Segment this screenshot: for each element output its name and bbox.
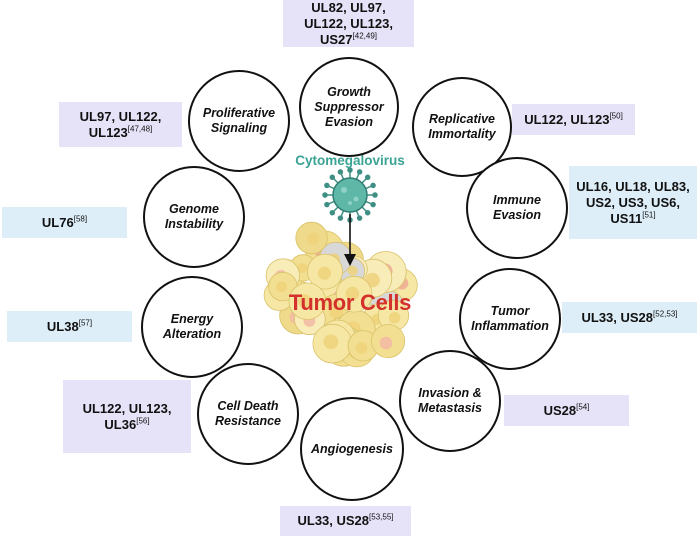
infection-arrow (344, 214, 356, 266)
virus-spike-tip (370, 182, 376, 189)
tumor-cell-nucleus (323, 334, 339, 350)
gene-list: UL76 (41, 214, 74, 230)
tumor-cell-nucleus (379, 336, 393, 350)
reference: [50] (609, 111, 623, 121)
genes-tumor-inflammation: UL33, US28[52,53] (562, 302, 697, 333)
gene-list: UL82, UL97, UL122, UL123, US27 (304, 0, 393, 47)
hallmark-label: Growth Suppressor Evasion (314, 84, 384, 129)
virus-spike-tip (324, 182, 330, 189)
reference: [53,55] (369, 512, 394, 522)
reference: [57] (78, 318, 93, 328)
hallmark-label: Genome Instability (164, 202, 224, 231)
hallmark-tumor-inflammation: Tumor Inflammation (459, 268, 561, 370)
virus-spike-tip (322, 192, 328, 198)
hallmark-label: Cell Death Resistance (214, 399, 281, 428)
virus-spike-tip (370, 201, 376, 208)
reference: [51] (642, 210, 656, 220)
hallmark-label: Angiogenesis (311, 441, 393, 456)
hallmark-cell-death-resistance: Cell Death Resistance (197, 363, 299, 465)
gene-list: UL122, UL123, UL36 (82, 400, 172, 432)
hallmark-genome-instability: Genome Instability (143, 166, 245, 268)
hallmark-label: Energy Alteration (162, 312, 222, 341)
hallmark-label: Immune Evasion (493, 193, 541, 222)
tumor-cell-nucleus (297, 294, 312, 308)
hallmark-proliferative-signaling: Proliferative Signaling (188, 70, 290, 172)
virus-spike-tip (329, 174, 336, 181)
hallmark-growth-suppressor-evasion: Growth Suppressor Evasion (299, 57, 399, 157)
tumor-cell-nucleus (297, 263, 308, 274)
virus-spike-tip (337, 215, 344, 221)
hallmark-replicative-immortality: Replicative Immortality (412, 77, 512, 177)
cytomegalovirus-icon (322, 167, 378, 223)
gene-list: UL33, US28 (297, 513, 370, 528)
genes-genome-instability: UL76[58] (2, 207, 127, 238)
genes-cell-death-resistance: UL122, UL123, UL36[56] (63, 380, 191, 453)
gene-list: UL38 (46, 318, 79, 334)
gene-list: UL16, UL18, UL83, US2, US3, US6, US11 (576, 178, 690, 226)
gene-list: UL33, US28 (581, 309, 654, 325)
tumor-cells-label: Tumor Cells (288, 290, 412, 315)
hallmark-label: Invasion & Metastasis (418, 386, 482, 415)
hallmark-invasion-metastasis: Invasion & Metastasis (399, 350, 501, 452)
reference: [47,48] (127, 124, 153, 134)
virus-spike-tip (347, 167, 353, 173)
hallmark-energy-alteration: Energy Alteration (141, 276, 243, 378)
hallmark-label: Proliferative Signaling (202, 106, 276, 135)
tumor-cell-cluster (263, 221, 418, 368)
gene-list: UL97, UL122, UL123 (79, 108, 162, 140)
gene-list: US28 (543, 402, 577, 418)
hallmark-angiogenesis: Angiogenesis (300, 397, 404, 501)
virus-spike-tip (356, 169, 363, 175)
gene-list: UL122, UL123 (524, 111, 610, 127)
genes-energy-alteration: UL38[57] (7, 311, 132, 342)
virus-spike-tip (356, 215, 363, 221)
virus-spike-tip (324, 201, 330, 208)
hallmark-label: Tumor Inflammation (471, 304, 549, 333)
virus-spike-tip (364, 209, 371, 216)
genes-angiogenesis: UL33, US28[53,55] (280, 506, 411, 536)
reference: [56] (136, 416, 150, 426)
tumor-cell-nucleus (317, 266, 332, 280)
genes-invasion-metastasis: US28[54] (504, 395, 629, 426)
hallmark-label: Replicative Immortality (428, 112, 496, 141)
tumor-cell-nucleus (388, 312, 401, 324)
virus-spike-tip (337, 169, 344, 175)
genes-immune-evasion: UL16, UL18, UL83, US2, US3, US6, US11[51… (569, 166, 697, 239)
tumor-cell-nucleus (276, 281, 287, 293)
genes-replicative-immortality: UL122, UL123[50] (512, 104, 635, 135)
virus-spike-tip (364, 174, 371, 181)
reference: [54] (576, 402, 590, 412)
genes-growth-suppressor-evasion: UL82, UL97, UL122, UL123, US27[42,49] (283, 0, 414, 47)
reference: [58] (73, 214, 88, 224)
reference: [52,53] (653, 309, 678, 319)
reference: [42,49] (352, 31, 377, 41)
virus-spike-tip (372, 192, 378, 198)
tumor-cell-nucleus (355, 342, 368, 354)
tumor-cell-nucleus (329, 305, 344, 320)
hallmark-immune-evasion: Immune Evasion (466, 157, 568, 259)
tumor-cell-nucleus (307, 232, 320, 245)
genes-proliferative-signaling: UL97, UL122, UL123[47,48] (59, 102, 182, 147)
tumor-cell-nucleus (347, 265, 358, 276)
cytomegalovirus-label: Cytomegalovirus (295, 153, 405, 168)
tumor-cell-nucleus (345, 286, 360, 301)
virus-spike-tip (329, 209, 336, 216)
